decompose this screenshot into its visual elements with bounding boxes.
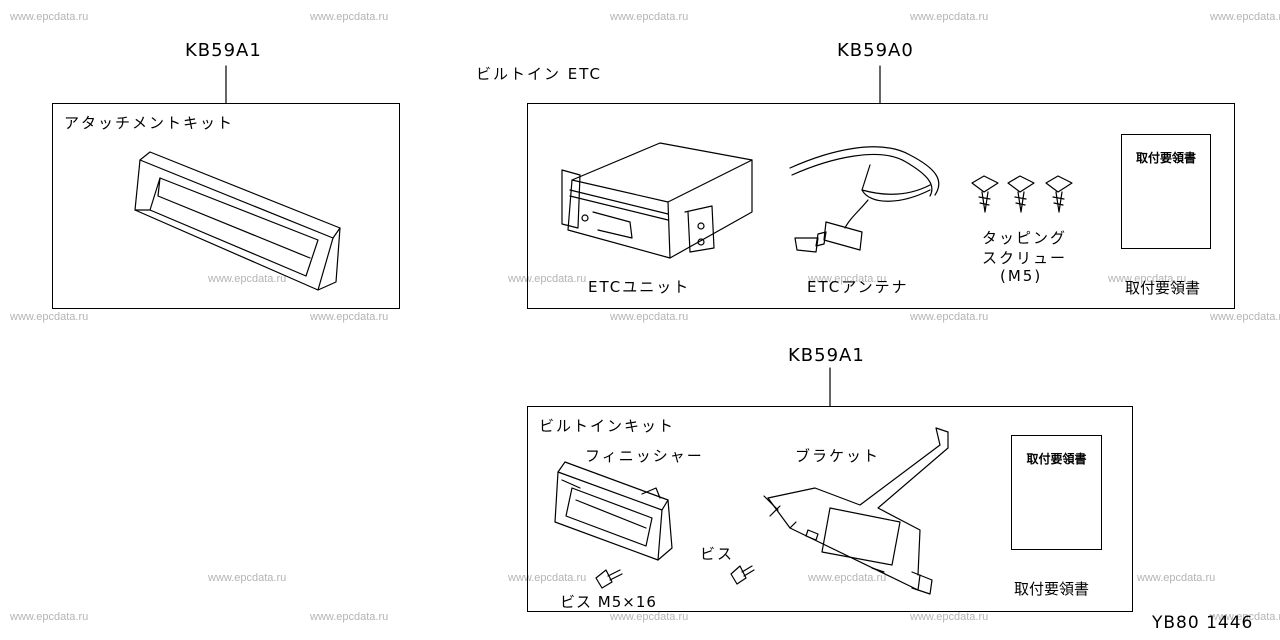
screw-m5-label: ビス M5×16	[560, 593, 657, 611]
manual-caption-top: 取付要領書	[1125, 279, 1201, 297]
install-manual-top: 取付要領書	[1121, 134, 1211, 249]
attachment-kit-title: アタッチメントキット	[64, 114, 235, 132]
watermark: www.epcdata.ru	[808, 572, 887, 584]
bracket-label: ブラケット	[795, 447, 881, 465]
watermark: www.epcdata.ru	[310, 11, 389, 23]
tapping-screws-drawing	[972, 176, 1072, 212]
builtin-etc-box	[527, 103, 1235, 309]
etc-unit-label: ETCユニット	[588, 278, 691, 296]
etc-antenna-label: ETCアンテナ	[807, 278, 909, 296]
install-manual-bottom: 取付要領書	[1011, 435, 1102, 550]
watermark: www.epcdata.ru	[610, 611, 689, 623]
watermark: www.epcdata.ru	[610, 11, 689, 23]
screw-bis-drawing	[596, 566, 754, 588]
attachment-bezel-drawing	[135, 152, 340, 290]
watermark: www.epcdata.ru	[208, 273, 287, 285]
watermark: www.epcdata.ru	[310, 611, 389, 623]
builtin-kit-title: ビルトインキット	[539, 417, 676, 435]
watermark: www.epcdata.ru	[310, 311, 389, 323]
watermark: www.epcdata.ru	[1210, 311, 1280, 323]
watermark: www.epcdata.ru	[10, 311, 89, 323]
tapping-screw-label-1: タッピング	[982, 229, 1068, 247]
watermark: www.epcdata.ru	[910, 311, 989, 323]
watermark: www.epcdata.ru	[1137, 572, 1216, 584]
etc-antenna-drawing	[790, 147, 939, 252]
watermark: www.epcdata.ru	[910, 11, 989, 23]
builtin-etc-group-label: ビルトイン ETC	[476, 65, 603, 83]
watermark: www.epcdata.ru	[1108, 273, 1187, 285]
bracket-drawing	[764, 428, 948, 594]
etc-unit-drawing	[562, 143, 752, 258]
watermark: www.epcdata.ru	[10, 11, 89, 23]
watermark: www.epcdata.ru	[10, 611, 89, 623]
drawing-number: YB80 1446	[1152, 613, 1254, 633]
tapping-screw-label-2: スクリュー	[982, 249, 1068, 267]
watermark: www.epcdata.ru	[808, 273, 887, 285]
part-code-kb59a1-bottom: KB59A1	[788, 345, 865, 366]
watermark: www.epcdata.ru	[610, 311, 689, 323]
watermark: www.epcdata.ru	[910, 611, 989, 623]
screw-label: ビス	[700, 545, 735, 563]
watermark: www.epcdata.ru	[208, 572, 287, 584]
finisher-label: フィニッシャー	[585, 447, 704, 465]
watermark: www.epcdata.ru	[1210, 611, 1280, 623]
tapping-screw-label-3: (M5)	[1000, 267, 1043, 285]
finisher-drawing	[555, 462, 672, 560]
part-code-kb59a1-left: KB59A1	[185, 40, 262, 61]
watermark: www.epcdata.ru	[1210, 11, 1280, 23]
manual-caption-bottom: 取付要領書	[1014, 580, 1090, 598]
part-code-kb59a0: KB59A0	[837, 40, 914, 61]
